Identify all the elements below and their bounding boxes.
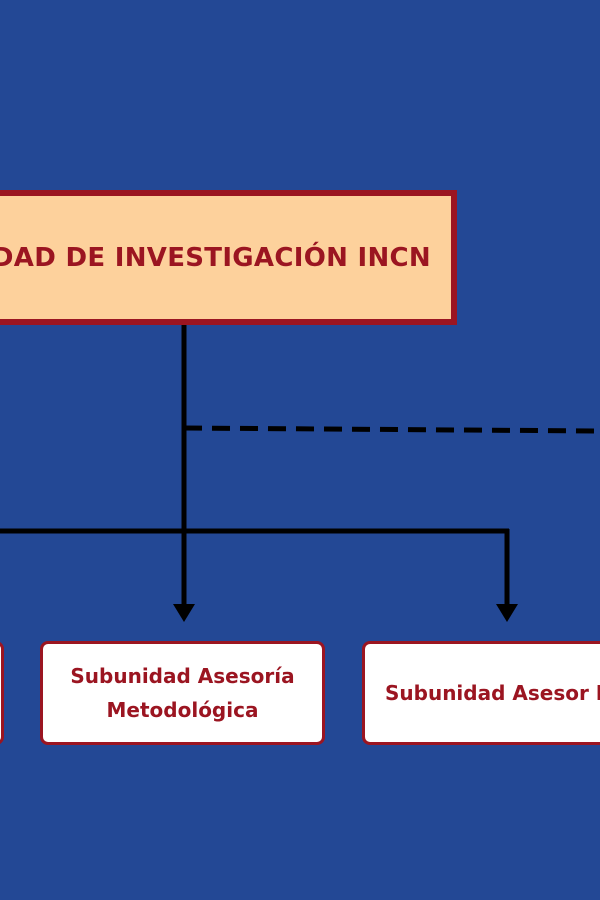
top-unit-label: DAD DE INVESTIGACIÓN INCN: [0, 242, 431, 273]
subunit-box-metodologica: Subunidad Asesoría Metodológica: [40, 641, 325, 745]
subunit-metodologica-label: Subunidad Asesoría Metodológica: [70, 664, 295, 722]
arrowhead-right: [496, 604, 518, 622]
dashed-branch-connector: [183, 425, 600, 434]
subunit-box-bioestadistica: Subunidad Asesor En Bioestadística: [362, 641, 600, 745]
arrowhead-mid: [173, 604, 195, 622]
top-unit-box: DAD DE INVESTIGACIÓN INCN: [0, 190, 457, 325]
subunit-box-left: [0, 641, 4, 745]
subunit-bioestadistica-label: Subunidad Asesor En Bioestadística: [385, 681, 600, 705]
